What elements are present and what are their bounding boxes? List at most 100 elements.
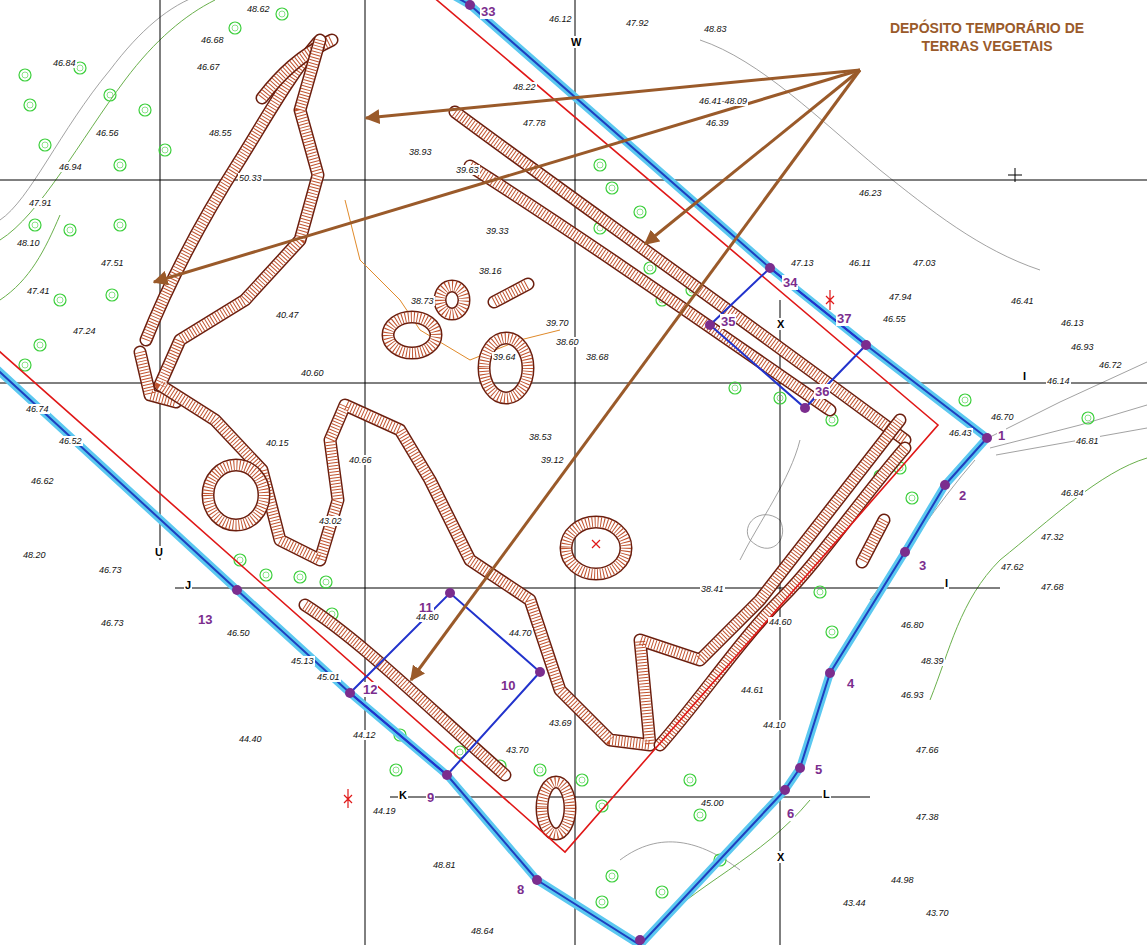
spot-height: 47.38 bbox=[915, 812, 940, 822]
spot-height: 38.93 bbox=[408, 147, 433, 157]
contour-lines bbox=[0, 0, 1147, 870]
earthwork-bands bbox=[160, 40, 900, 745]
survey-points bbox=[442, 770, 452, 780]
survey-points bbox=[232, 0, 992, 945]
pit-axis-line bbox=[345, 200, 560, 360]
earthwork-bands bbox=[160, 40, 900, 745]
spot-height: 40.47 bbox=[275, 310, 300, 320]
earthwork-bands bbox=[455, 112, 905, 440]
spot-height: 46.67 bbox=[196, 62, 221, 72]
earthwork-bands bbox=[160, 40, 900, 745]
survey-points bbox=[535, 667, 545, 677]
earthwork-bands bbox=[140, 40, 905, 834]
spot-height: 46.11 bbox=[848, 258, 872, 268]
grid-lines bbox=[0, 180, 1147, 181]
spot-height: 46.41-48.09 bbox=[698, 96, 748, 106]
earthwork-bands bbox=[455, 112, 905, 440]
contour-lines bbox=[747, 515, 782, 549]
earthwork-bands bbox=[542, 782, 570, 834]
earthwork-bands bbox=[208, 465, 264, 525]
spot-height: 40.60 bbox=[300, 368, 325, 378]
spot-height: 46.84 bbox=[52, 58, 77, 68]
point-number: 2 bbox=[958, 488, 967, 503]
spot-height: 47.91 bbox=[28, 198, 53, 208]
spot-height: 46.62 bbox=[30, 476, 55, 486]
tree-symbols bbox=[594, 159, 606, 171]
contour-lines bbox=[740, 440, 800, 560]
survey-points bbox=[345, 688, 355, 698]
spot-height: 46.52 bbox=[58, 436, 83, 446]
spot-height: 46.50 bbox=[226, 628, 251, 638]
point-number: 4 bbox=[846, 676, 855, 691]
spot-height: 48.62 bbox=[246, 4, 271, 14]
spot-height: 46.14 bbox=[1046, 376, 1071, 386]
spot-height: 39.64 bbox=[492, 352, 517, 362]
spot-height: 46.70 bbox=[990, 412, 1015, 422]
spot-height: 48.20 bbox=[22, 550, 47, 560]
grid-lines bbox=[175, 588, 1000, 589]
spot-height: 47.92 bbox=[625, 18, 650, 28]
spot-height: 46.43 bbox=[948, 428, 973, 438]
earthwork-bands bbox=[440, 286, 464, 314]
spot-height: 45.00 bbox=[700, 798, 725, 808]
survey-points bbox=[705, 320, 715, 330]
spot-height: 46.84 bbox=[1060, 488, 1085, 498]
tree-symbols bbox=[320, 576, 332, 588]
tree-symbols bbox=[959, 394, 971, 406]
survey-points bbox=[780, 785, 790, 795]
earthwork-bands bbox=[305, 605, 505, 775]
tree-symbols bbox=[139, 104, 151, 116]
survey-points bbox=[982, 433, 992, 443]
earthwork-bands bbox=[862, 520, 884, 562]
spot-height: 44.70 bbox=[508, 628, 533, 638]
survey-points bbox=[940, 480, 950, 490]
contour-lines bbox=[0, 0, 200, 220]
spot-height: 47.78 bbox=[522, 118, 547, 128]
spot-height: 46.13 bbox=[1060, 318, 1085, 328]
subplot-outlines bbox=[710, 268, 866, 408]
spot-height: 46.93 bbox=[900, 690, 925, 700]
spot-height: 47.41 bbox=[26, 286, 51, 296]
spot-height: 47.03 bbox=[912, 258, 937, 268]
tree-symbols bbox=[260, 569, 272, 581]
earthwork-bands bbox=[494, 284, 528, 302]
spot-height: 48.81 bbox=[432, 860, 457, 870]
green-contours bbox=[930, 458, 1147, 700]
survey-points bbox=[465, 0, 475, 10]
tree-symbols bbox=[276, 8, 288, 20]
earthwork-bands bbox=[208, 465, 264, 525]
spot-height: 44.60 bbox=[768, 617, 793, 627]
spot-height: 40.15 bbox=[265, 438, 290, 448]
spot-height: 45.01 bbox=[316, 672, 341, 682]
spot-height: 39.63 bbox=[455, 165, 480, 175]
tree-symbols bbox=[64, 224, 76, 236]
point-number: 37 bbox=[836, 311, 852, 326]
spot-height: 46.74 bbox=[25, 404, 50, 414]
spot-height: 43.69 bbox=[548, 718, 573, 728]
spot-height: 38.68 bbox=[585, 352, 610, 362]
site-symbols bbox=[592, 540, 600, 548]
tree-symbols bbox=[1082, 412, 1094, 424]
site-symbols bbox=[826, 290, 834, 310]
tree-symbols bbox=[114, 219, 126, 231]
spot-height: 43.70 bbox=[925, 908, 950, 918]
tree-symbols bbox=[29, 219, 41, 231]
grid-letter: J bbox=[184, 579, 192, 591]
point-number: 34 bbox=[782, 275, 798, 290]
tree-symbols bbox=[19, 69, 31, 81]
earthwork-bands bbox=[862, 520, 884, 562]
site-symbols bbox=[344, 290, 834, 808]
grid-letter: X bbox=[776, 318, 785, 330]
subplot-outlines bbox=[350, 268, 866, 775]
contour-lines bbox=[700, 40, 1040, 270]
earthwork-bands bbox=[146, 42, 318, 340]
earthwork-bands bbox=[542, 782, 570, 834]
earthwork-bands bbox=[484, 338, 528, 398]
grid-letter: U bbox=[154, 546, 164, 558]
spot-height: 46.68 bbox=[200, 35, 225, 45]
spot-height: 47.24 bbox=[72, 326, 97, 336]
spot-height: 46.41 bbox=[1010, 296, 1035, 306]
